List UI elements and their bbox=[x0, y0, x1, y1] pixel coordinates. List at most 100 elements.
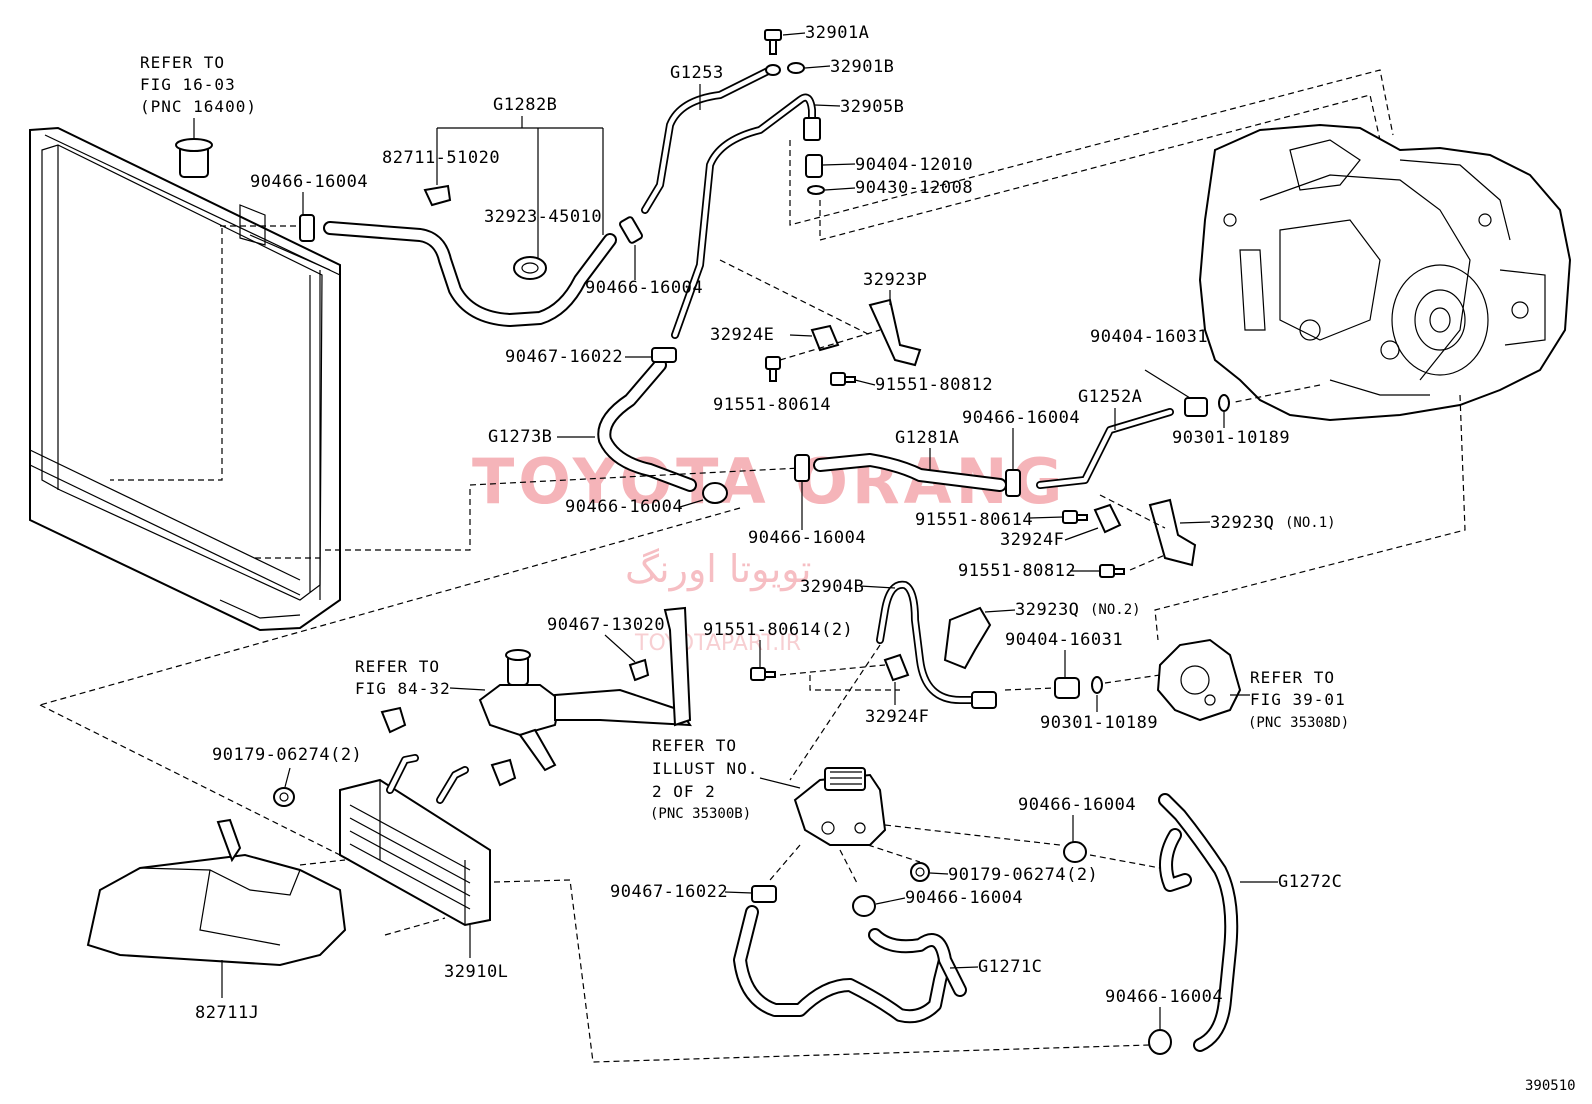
clip-82711-51020[interactable] bbox=[423, 184, 452, 207]
clip-upper-cooler[interactable] bbox=[380, 706, 407, 734]
hose-g1273b[interactable] bbox=[597, 358, 697, 492]
clip-32924e[interactable] bbox=[810, 324, 840, 352]
clamp-90466-16004-f[interactable] bbox=[1063, 841, 1087, 863]
svg-text:REFER TO: REFER TO bbox=[1250, 668, 1335, 687]
bolt-91551-80614-2[interactable] bbox=[750, 667, 776, 681]
bracket-32923p[interactable] bbox=[868, 298, 922, 367]
label-g1271c: G1271C bbox=[978, 957, 1042, 977]
label-no2: (NO.2) bbox=[1090, 602, 1141, 618]
label-no1: (NO.1) bbox=[1285, 515, 1336, 531]
label-90301-10189-b: 90301-10189 bbox=[1040, 713, 1158, 733]
label-90467-16022-b: 90467-16022 bbox=[610, 882, 728, 902]
clamp-32923-45010[interactable] bbox=[513, 256, 547, 280]
gasket-90301-10189-a[interactable] bbox=[1218, 394, 1230, 412]
union-90404-16031-b[interactable] bbox=[1054, 677, 1080, 699]
label-32901a: 32901A bbox=[805, 23, 869, 43]
clamp-90467-16022-a[interactable] bbox=[651, 347, 677, 363]
air-duct-82711j[interactable] bbox=[86, 818, 347, 967]
label-91551-80614-2: 91551-80614(2) bbox=[703, 620, 853, 640]
svg-text:(PNC 35300B): (PNC 35300B) bbox=[650, 806, 751, 822]
pipe-g1252a[interactable] bbox=[1036, 408, 1174, 489]
svg-text:REFER TO: REFER TO bbox=[140, 53, 225, 72]
label-91551-80614-b: 91551-80614 bbox=[915, 510, 1033, 530]
clamp-90466-16004-c[interactable] bbox=[702, 482, 728, 504]
bolt-32901a[interactable] bbox=[764, 29, 782, 55]
label-32904b: 32904B bbox=[800, 577, 864, 597]
pipe-g1253[interactable] bbox=[641, 64, 781, 214]
label-91551-80614-a: 91551-80614 bbox=[713, 395, 831, 415]
union-90404-12010[interactable] bbox=[805, 154, 823, 178]
clip-lower-cooler[interactable] bbox=[490, 758, 517, 787]
watermark-site: TOYOTAPART.IR bbox=[634, 631, 801, 656]
water-valve-assembly[interactable] bbox=[478, 649, 692, 772]
clamp-90466-16004-h[interactable] bbox=[1148, 1029, 1172, 1055]
hose-g1271c[interactable] bbox=[733, 905, 967, 1024]
label-32923q-no1: 32923Q bbox=[1210, 513, 1274, 533]
label-91551-80812-a: 91551-80812 bbox=[875, 375, 993, 395]
bracket-90467-13020[interactable] bbox=[628, 606, 692, 727]
fig84-refer-note: REFER TO FIG 84-32 bbox=[355, 657, 450, 698]
oil-pump[interactable] bbox=[1156, 638, 1242, 722]
label-32924f-b: 32924F bbox=[865, 707, 929, 727]
label-90179-06274-b: 90179-06274(2) bbox=[948, 865, 1098, 885]
svg-text:FIG 39-01: FIG 39-01 bbox=[1250, 690, 1346, 709]
svg-text:(PNC 35308D): (PNC 35308D) bbox=[1248, 715, 1349, 731]
label-90404-12010: 90404-12010 bbox=[855, 155, 973, 175]
label-90466-16004-c: 90466-16004 bbox=[565, 497, 683, 517]
transmission[interactable] bbox=[1198, 123, 1572, 422]
bracket-32923q-no1[interactable] bbox=[1148, 498, 1197, 567]
label-82711-51020: 82711-51020 bbox=[382, 148, 500, 168]
hose-g1281a[interactable] bbox=[813, 453, 1007, 492]
illust-refer-note: REFER TO ILLUST NO. 2 OF 2 (PNC 35300B) bbox=[650, 736, 757, 822]
thermo-valve-assembly[interactable] bbox=[793, 767, 887, 846]
grommet-90179-06274-b[interactable] bbox=[910, 862, 930, 882]
pipe-32904b[interactable] bbox=[876, 580, 997, 709]
clamp-90466-16004-d[interactable] bbox=[794, 454, 810, 482]
clip-32924f-a[interactable] bbox=[1093, 503, 1122, 534]
label-g1273b: G1273B bbox=[488, 427, 552, 447]
pipe-32905b[interactable] bbox=[671, 93, 821, 339]
label-32910l: 32910L bbox=[444, 962, 508, 982]
svg-text:2 OF 2: 2 OF 2 bbox=[652, 782, 716, 801]
clip-32924f-b[interactable] bbox=[883, 653, 910, 682]
bolt-91551-80614-a[interactable] bbox=[765, 356, 781, 382]
watermark-arabic: تويوتا اورنگ bbox=[625, 547, 812, 592]
label-g1252a: G1252A bbox=[1078, 387, 1142, 407]
bolt-91551-80614-b[interactable] bbox=[1062, 510, 1088, 524]
hose-g1282b[interactable] bbox=[323, 221, 617, 327]
label-90466-16004-h: 90466-16004 bbox=[1105, 987, 1223, 1007]
svg-text:REFER TO: REFER TO bbox=[355, 657, 440, 676]
label-90301-10189-a: 90301-10189 bbox=[1172, 428, 1290, 448]
clamp-90466-top-left[interactable] bbox=[299, 214, 315, 242]
bolt-91551-80812-b[interactable] bbox=[1099, 564, 1125, 578]
svg-text:REFER TO: REFER TO bbox=[652, 736, 737, 755]
grommet-90179-06274-a[interactable] bbox=[273, 787, 295, 807]
label-90467-13020: 90467-13020 bbox=[547, 615, 665, 635]
clamp-90466-16004-e[interactable] bbox=[1005, 469, 1021, 497]
union-90404-16031-a[interactable] bbox=[1184, 397, 1208, 417]
radiator-refer-note: REFER TO FIG 16-03 (PNC 16400) bbox=[140, 53, 256, 116]
bracket-32923q-no2[interactable] bbox=[943, 606, 992, 670]
gasket-90301-10189-b[interactable] bbox=[1091, 676, 1103, 694]
clamp-90467-16022-b[interactable] bbox=[751, 885, 777, 903]
oil-cooler-32910l[interactable] bbox=[339, 754, 491, 927]
clamp-90466-center-top[interactable] bbox=[619, 216, 643, 244]
label-90466-16004-e: 90466-16004 bbox=[962, 408, 1080, 428]
label-g1253: G1253 bbox=[670, 63, 724, 83]
label-32905b: 32905B bbox=[840, 97, 904, 117]
clamp-90466-16004-g[interactable] bbox=[852, 895, 876, 917]
label-g1281a: G1281A bbox=[895, 428, 959, 448]
label-32923p: 32923P bbox=[863, 270, 927, 290]
figure-id: 390510 bbox=[1525, 1078, 1576, 1094]
radiator[interactable] bbox=[29, 126, 341, 632]
gasket-90430-12008[interactable] bbox=[807, 185, 825, 195]
bolt-91551-80812-a[interactable] bbox=[830, 372, 856, 386]
label-32901b: 32901B bbox=[830, 57, 894, 77]
label-82711j: 82711J bbox=[195, 1003, 259, 1023]
label-32924f-a: 32924F bbox=[1000, 530, 1064, 550]
washer-32901b[interactable] bbox=[787, 62, 805, 74]
label-90466-16004-g: 90466-16004 bbox=[905, 888, 1023, 908]
hose-g1272c[interactable] bbox=[1158, 793, 1239, 1052]
